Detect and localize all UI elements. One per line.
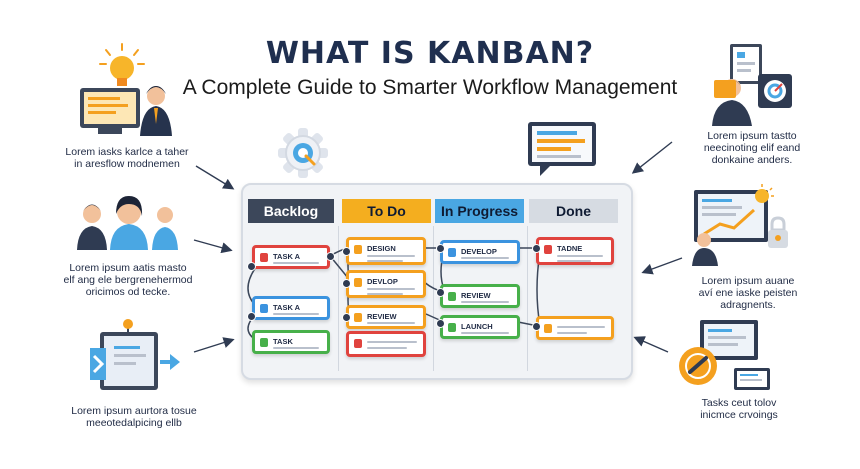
card-label: DESIGN — [367, 244, 396, 253]
card-color-tab — [354, 313, 362, 322]
card-label: TASK A — [273, 252, 301, 261]
connector-dot — [532, 322, 541, 331]
speaker-screen-icon — [679, 320, 770, 390]
gear-icon — [278, 128, 328, 178]
card-develop[interactable]: DEVELOP — [440, 240, 520, 264]
page-title: WHAT IS KANBAN? — [265, 36, 595, 71]
connector-dot — [436, 244, 445, 253]
card-color-tab — [448, 292, 456, 301]
card-text-line — [557, 260, 591, 262]
caption-mid-left: Lorem ipsum aatis masto elf ang ele berg… — [63, 262, 193, 298]
card-label: TASK — [273, 337, 293, 346]
caption-top-left: Lorem iasks karlce a taher in aresflow m… — [65, 146, 189, 170]
card-color-tab — [448, 248, 456, 257]
card-text-line — [557, 332, 587, 334]
card-design[interactable]: DESIGN — [346, 237, 426, 265]
card-text-line — [367, 255, 415, 257]
card-todo-red[interactable] — [346, 331, 426, 357]
card-color-tab — [260, 338, 268, 347]
connector-dot — [342, 279, 351, 288]
card-color-tab — [260, 304, 268, 313]
connector-dot — [342, 247, 351, 256]
caption-bottom-right: Tasks ceut tolov inicmce crvoings — [700, 397, 778, 421]
card-label: LAUNCH — [461, 322, 493, 331]
caption-top-right: Lorem ipsum tastto neecinoting elif eand… — [703, 130, 801, 166]
card-text-line — [367, 322, 415, 324]
card-text-line — [461, 332, 509, 334]
card-color-tab — [544, 324, 552, 333]
column-in-progress-header[interactable]: In Progress — [435, 199, 524, 223]
connector-dot — [342, 313, 351, 322]
connector-dot — [436, 288, 445, 297]
card-devlop[interactable]: DEVLOP — [346, 270, 426, 298]
card-task-green[interactable]: TASK — [252, 330, 330, 354]
card-text-line — [273, 347, 319, 349]
card-label: DEVELOP — [461, 247, 497, 256]
lightbulb-presenter-icon — [80, 43, 172, 136]
card-text-line — [461, 301, 509, 303]
card-label: REVIEW — [461, 291, 491, 300]
card-text-line — [367, 341, 417, 343]
card-label: TADNE — [557, 244, 583, 253]
card-review-todo[interactable]: REVIEW — [346, 305, 426, 329]
card-color-tab — [544, 245, 552, 254]
card-text-line — [367, 293, 403, 295]
page-subtitle: A Complete Guide to Smarter Workflow Man… — [182, 76, 678, 99]
connector-dot — [247, 312, 256, 321]
card-task-a-backlog[interactable]: TASK A — [252, 245, 330, 269]
column-backlog-header[interactable]: Backlog — [248, 199, 334, 223]
card-text-line — [273, 313, 319, 315]
card-text-line — [461, 257, 509, 259]
caption-bottom-left: Lorem ipsum aurtora tosue meeotedalpicin… — [71, 405, 197, 429]
caption-mid-right: Lorem ipsum auane aví ene iaske peisten … — [698, 275, 798, 311]
card-text-line — [273, 262, 319, 264]
column-divider — [338, 226, 339, 371]
connector-dot — [532, 244, 541, 253]
team-icon — [77, 196, 178, 250]
card-text-line — [367, 288, 415, 290]
checklist-person-icon — [712, 44, 792, 126]
card-color-tab — [354, 278, 362, 287]
card-label: TASK A — [273, 303, 301, 312]
column-done-header[interactable]: Done — [529, 199, 618, 223]
card-label: DEVLOP — [367, 277, 398, 286]
card-text-line — [557, 326, 605, 328]
chat-board-icon — [528, 122, 596, 176]
card-text-line — [557, 255, 603, 257]
connector-dot — [436, 319, 445, 328]
pin-board-icon — [90, 319, 180, 390]
connector-dot — [326, 252, 335, 261]
card-review-progress[interactable]: REVIEW — [440, 284, 520, 308]
card-launch[interactable]: LAUNCH — [440, 315, 520, 339]
card-color-tab — [354, 245, 362, 254]
card-text-line — [367, 260, 403, 262]
connector-dot — [247, 262, 256, 271]
card-text-line — [367, 347, 407, 349]
card-tadne[interactable]: TADNE — [536, 237, 614, 265]
card-color-tab — [448, 323, 456, 332]
card-color-tab — [260, 253, 268, 262]
column-todo-header[interactable]: To Do — [342, 199, 431, 223]
card-label: REVIEW — [367, 312, 397, 321]
card-color-tab — [354, 339, 362, 348]
column-divider — [433, 226, 434, 371]
column-divider — [527, 226, 528, 371]
card-task-a-blue[interactable]: TASK A — [252, 296, 330, 320]
chart-presenter-icon — [692, 184, 788, 266]
